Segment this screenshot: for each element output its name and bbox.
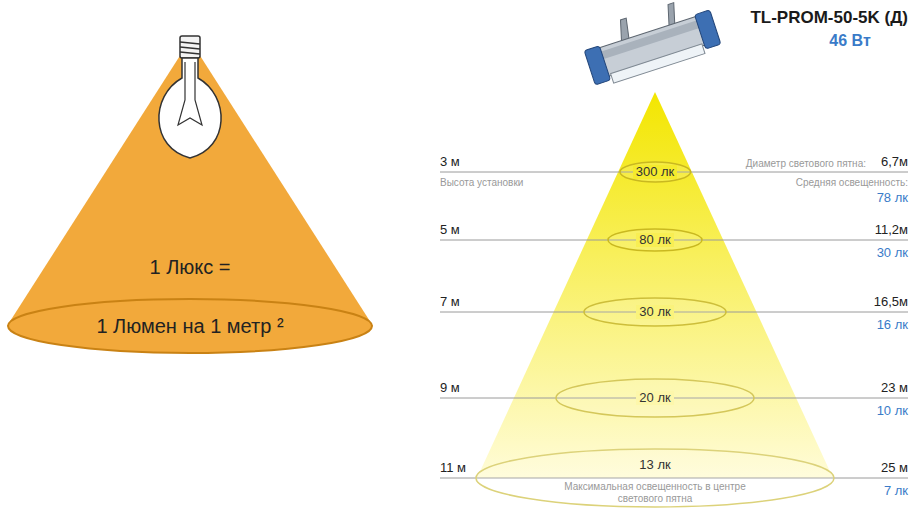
average-lux: 16 лк [877, 318, 908, 333]
node-text: 20 лк [636, 391, 673, 406]
node-text: 80 лк [636, 233, 673, 248]
light-spot-ellipse: 300 лк [619, 161, 692, 183]
height-label: 3 м [440, 155, 460, 170]
light-spot-ellipse: 30 лк [583, 297, 727, 327]
node-text: 1 Люкс = [149, 256, 230, 279]
average-lux: 30 лк [877, 246, 908, 261]
node-note: Максимальная освещенность в центре свето… [545, 481, 765, 504]
node-text: 13 лк [639, 458, 670, 473]
power-rating: 46 Вт [829, 32, 870, 50]
light-spot-ellipse: 13 лк Максимальная освещенность в центре … [475, 448, 835, 508]
node-text: 300 лк [633, 165, 678, 180]
node-text: 30 лк [636, 305, 673, 320]
average-lux: 78 лк [877, 191, 908, 206]
diameter-value: 25 м [881, 461, 908, 476]
height-label: 7 м [440, 295, 460, 310]
light-beam [477, 92, 833, 478]
axis-note: Средняя освещенность: [796, 177, 908, 189]
level-lines [440, 172, 908, 478]
diameter-value: 23 м [881, 381, 908, 396]
average-lux: 7 лк [884, 484, 908, 499]
node-text: 1 Люмен на 1 метр ² [96, 315, 283, 338]
light-spot-ellipse: 1 Люмен на 1 метр ² [7, 298, 373, 354]
diameter-value: 16,5м [874, 295, 908, 310]
height-label: 9 м [440, 381, 460, 396]
axis-note: Высота установки [440, 177, 523, 189]
average-lux: 10 лк [877, 404, 908, 419]
diameter-value: 6,7м [881, 155, 908, 170]
lamp-fixture [579, 0, 722, 89]
height-label: 11 м [440, 461, 466, 476]
light-spot-ellipse: 80 лк [607, 228, 703, 252]
diameter-value: 11,2м [875, 223, 908, 238]
product-title: TL-PROM-50-5K (Д) [750, 8, 908, 28]
light-cone: 1 Люкс = 1 Люмен на 1 метр ² [5, 38, 375, 356]
light-spot-ellipse: 20 лк [555, 378, 755, 418]
axis-note: Диаметр светового пятна: [746, 158, 866, 170]
height-label: 5 м [440, 223, 460, 238]
